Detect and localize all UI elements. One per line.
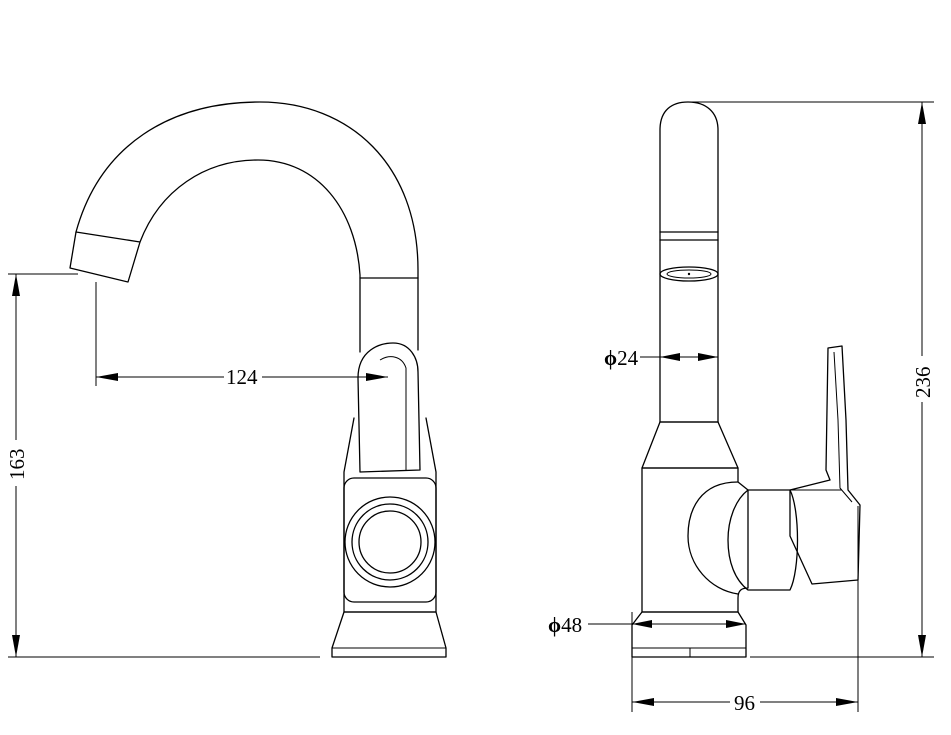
spout-height-label: 163: [5, 449, 29, 481]
spout-inner-curve: [139, 159, 361, 353]
total-height-arrow-top: [918, 102, 926, 124]
base-diameter-arrow-right: [726, 620, 746, 628]
front-lever-handle: [357, 342, 421, 473]
side-base: [631, 611, 747, 658]
front-base: [331, 611, 447, 658]
spout-reach-label: 124: [226, 365, 258, 389]
spout-diameter-arrow-left: [660, 353, 680, 361]
front-cartridge-mid: [351, 503, 429, 581]
total-height-label-bg: [910, 356, 934, 402]
spout-diameter-arrow-right: [698, 353, 718, 361]
spout-reach-arrow-right: [366, 373, 388, 381]
front-body-frame: [343, 477, 437, 603]
spout-reach-arrow-left: [96, 373, 118, 381]
spout-diameter-label: ϕ24: [604, 346, 639, 370]
spout-diameter-symbol: ϕ: [604, 346, 617, 370]
depth-label: 96: [734, 691, 755, 715]
spout-height-arrow-bottom: [12, 635, 20, 657]
spout-reach-label-bg: [224, 364, 262, 388]
base-diameter-label: ϕ48: [548, 613, 582, 637]
front-view: [69, 101, 447, 658]
side-aerator-center: [687, 272, 691, 276]
depth-arrow-right: [836, 698, 858, 706]
front-cartridge-outer: [344, 496, 436, 588]
total-height-arrow-bottom: [918, 635, 926, 657]
side-aerator-inner: [666, 269, 712, 279]
depth-label-bg: [730, 690, 760, 714]
side-hub-cap: [727, 489, 799, 591]
front-lever-inner: [379, 356, 407, 470]
side-spout-column: [659, 101, 719, 423]
side-hub-curve: [687, 481, 739, 595]
spout-outer-curve: [75, 101, 419, 351]
side-aerator-outer: [659, 266, 719, 282]
side-dimensions: 236 ϕ24 ϕ48 96: [548, 101, 935, 715]
side-lever-edge: [833, 351, 853, 503]
spout-diameter-value: 24: [617, 346, 639, 370]
base-diameter-symbol: ϕ: [548, 613, 561, 637]
front-dimensions: 163 124: [4, 273, 388, 658]
base-diameter-arrow-left: [632, 620, 652, 628]
front-body-upper: [343, 417, 437, 613]
base-diameter-value: 48: [561, 613, 582, 637]
side-view: [631, 101, 861, 658]
spout-height-arrow-top: [12, 274, 20, 296]
side-body-upper: [641, 421, 739, 469]
front-cartridge-inner: [358, 510, 422, 574]
spout-aerator: [69, 231, 141, 283]
depth-arrow-left: [632, 698, 654, 706]
side-body-main: [641, 467, 749, 613]
spout-height-label-bg: [4, 440, 28, 486]
total-height-label: 236: [911, 367, 935, 399]
side-lever: [789, 345, 861, 585]
